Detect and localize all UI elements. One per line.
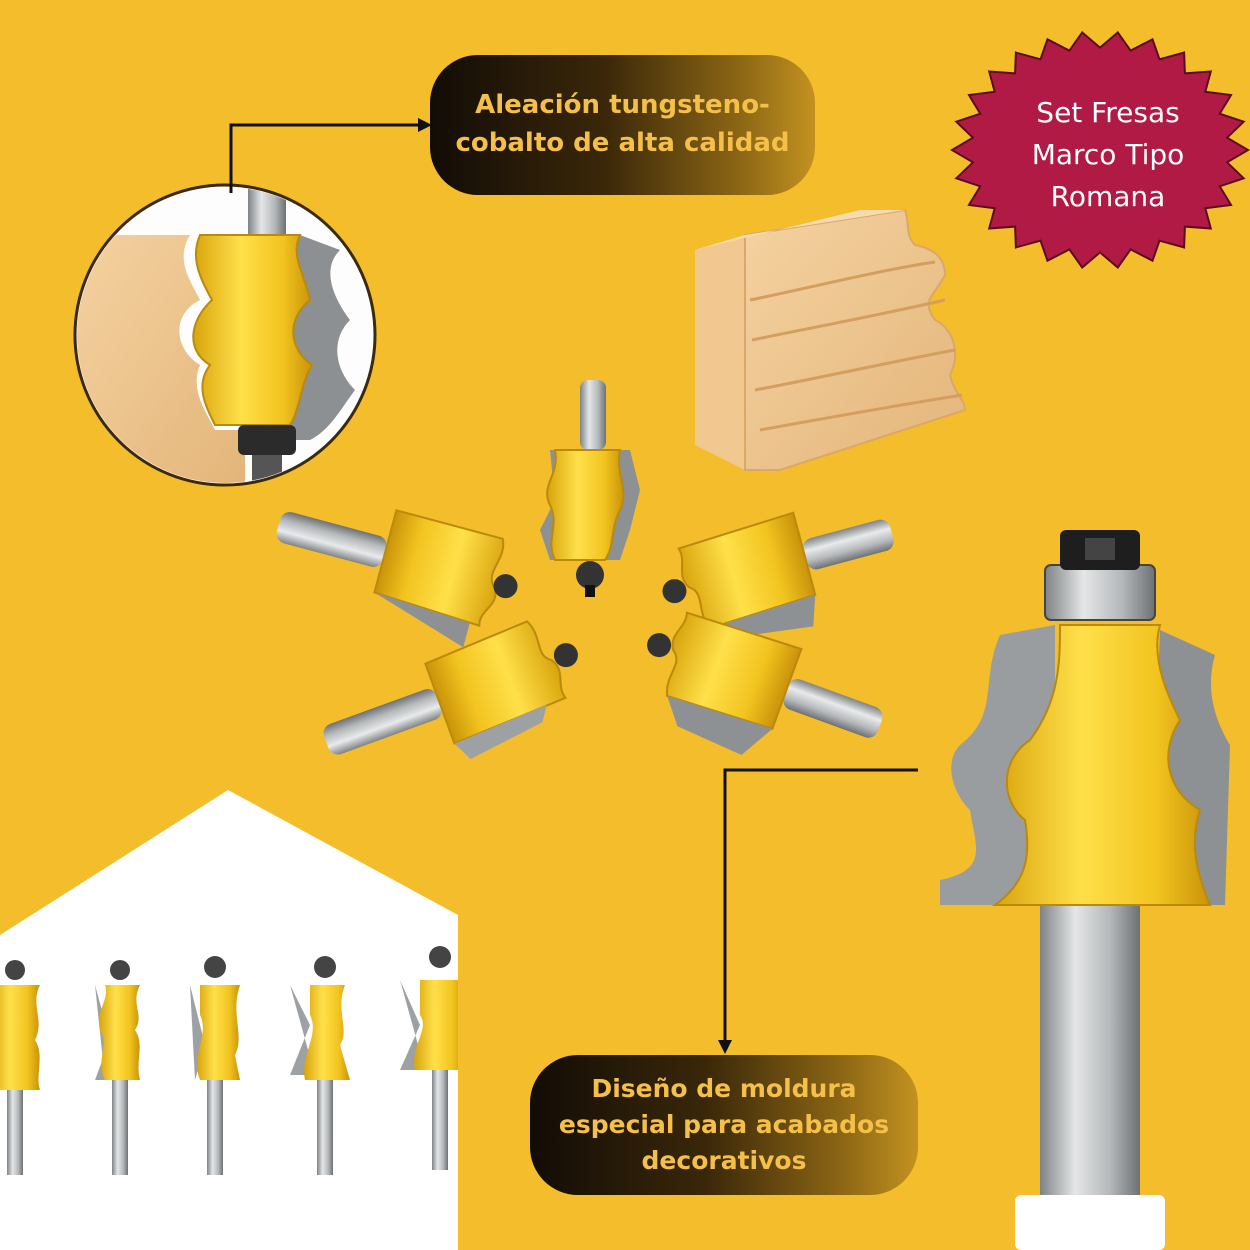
- lineup-bit: [0, 960, 40, 1175]
- callout-top: Aleación tungsteno- cobalto de alta cali…: [430, 55, 815, 195]
- router-bit-fan: [276, 380, 894, 759]
- router-bit: [323, 620, 578, 759]
- router-bit: [540, 380, 640, 597]
- lineup-bit: [400, 946, 458, 1170]
- badge-line2: Marco Tipo: [1031, 138, 1185, 171]
- callout-bottom-line1: Diseño de moldura: [591, 1073, 857, 1103]
- wood-molding-sample: [695, 208, 967, 471]
- lineup-bit: [290, 956, 350, 1175]
- badge-text: Set Fresas Marco Tipo Romana: [958, 92, 1250, 218]
- lineup-bit: [95, 960, 140, 1175]
- callout-bottom-line3: decorativos: [641, 1146, 807, 1176]
- featured-router-bit: [940, 530, 1230, 1250]
- bit-lineup-hexagon: [0, 790, 458, 1250]
- arrow-head-top: [418, 118, 432, 132]
- callout-top-line2: cobalto de alta calidad: [455, 128, 790, 158]
- callout-bottom-line2: especial para acabados: [558, 1109, 890, 1139]
- callout-top-line1: Aleación tungsteno-: [475, 90, 770, 121]
- badge-line3: Romana: [1050, 180, 1166, 213]
- router-bit: [276, 509, 518, 648]
- arrow-head-bottom: [718, 1040, 732, 1054]
- router-bit: [647, 611, 883, 755]
- connector-bottom: [723, 768, 918, 1042]
- router-bit: [662, 511, 894, 638]
- starburst-badge: [950, 31, 1250, 269]
- lineup-bit: [190, 956, 240, 1175]
- zoom-circle: [73, 183, 377, 487]
- badge-line1: Set Fresas: [1036, 96, 1180, 129]
- connector-top: [229, 123, 422, 193]
- callout-bottom: Diseño de moldura especial para acabados…: [530, 1055, 918, 1195]
